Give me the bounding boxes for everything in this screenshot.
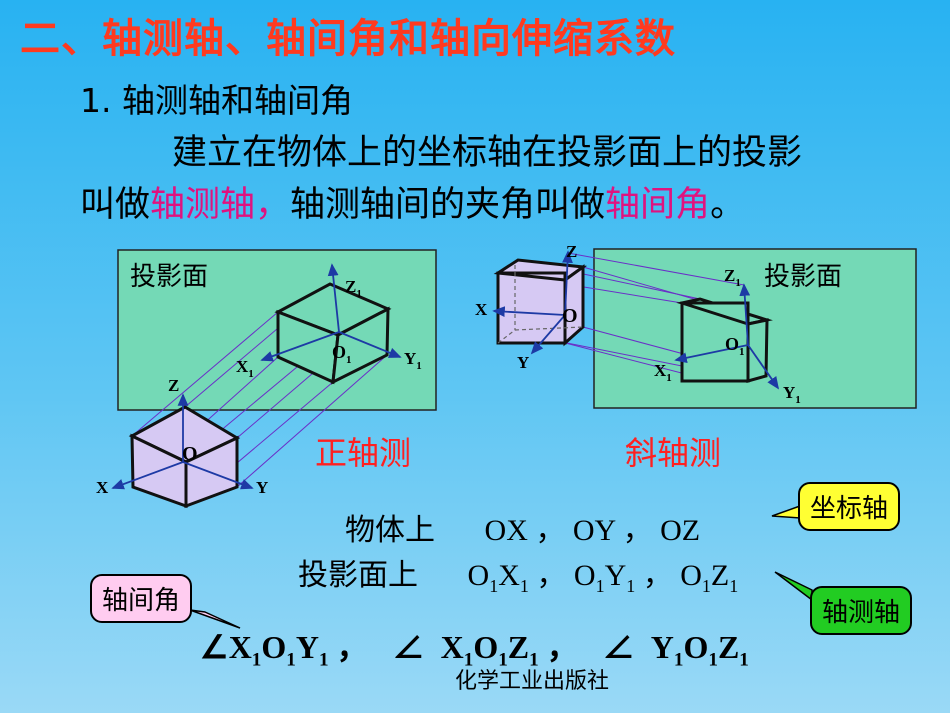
- left-y-label: Y: [256, 478, 268, 497]
- definition-text-a: 叫做: [80, 185, 151, 225]
- orthogonal-axonometric-caption: 正轴测: [315, 434, 412, 472]
- right-z-label: Z: [566, 242, 577, 261]
- angle-list: ∠X1O1Y1 ， ∠ X1O1Z1 ， ∠ Y1O1Z1: [200, 629, 749, 671]
- right-y-axis: [530, 314, 566, 355]
- section-heading: 1. 轴测轴和轴间角: [80, 81, 353, 120]
- coord-axis-pointer: [771, 504, 801, 519]
- left-z-label: Z: [168, 376, 179, 395]
- oblique-axonometric-caption: 斜轴测: [625, 434, 722, 472]
- axonometric-axis-callout: 轴测轴: [810, 586, 913, 635]
- left-z1-label: Z1: [345, 277, 362, 300]
- right-object-cube: [493, 258, 588, 347]
- projection-axes: O1X1 ， O1Y1 ， O1Z1: [467, 559, 739, 596]
- inter-axis-pointer: [189, 609, 241, 629]
- right-x-label: X: [475, 300, 488, 319]
- right-z-axis: [562, 250, 573, 316]
- right-y1-label: Y1: [783, 383, 801, 406]
- right-y1-axis: [747, 344, 780, 390]
- left-y1-axis: [338, 331, 402, 358]
- right-x1-axis: [674, 344, 749, 364]
- right-z1-label: Z1: [724, 266, 741, 289]
- right-o1-label: O1: [725, 334, 745, 358]
- right-x-axis: [492, 306, 566, 317]
- left-y1-label: Y1: [404, 349, 422, 372]
- definition-line-1: 建立在物体上的坐标轴在投影面上的投影: [172, 133, 803, 173]
- left-y-axis: [182, 461, 254, 490]
- object-axes-row: 物体上 OX ， OY ， OZ: [345, 505, 700, 549]
- left-o-label: O: [182, 443, 198, 465]
- object-label: 物体上: [345, 513, 435, 548]
- right-plane-label: 投影面: [764, 262, 842, 292]
- projection-axes-row: 投影面上 O1X1 ， O1Y1 ， O1Z1: [298, 550, 738, 597]
- term-axonometric-axis: 轴测轴，: [150, 185, 291, 225]
- left-z1-axis: [327, 263, 340, 333]
- definition-text-end: 。: [710, 185, 746, 225]
- right-y-label: Y: [517, 353, 529, 372]
- inter-axis-angle-callout: 轴间角: [90, 574, 193, 623]
- left-x1-label: X1: [236, 357, 254, 380]
- left-x-axis: [111, 461, 184, 490]
- object-axes: OX ， OY ， OZ: [484, 514, 701, 547]
- right-projected-cube: [676, 297, 773, 383]
- left-projected-cube: [274, 282, 392, 385]
- axono-axis-pointer: [774, 571, 813, 602]
- right-z1-axis: [739, 283, 751, 346]
- publisher-footer: 化学工业出版社: [455, 669, 610, 694]
- right-x1-label: X1: [654, 361, 672, 384]
- left-x1-axis: [260, 331, 340, 362]
- page-title: 二、轴测轴、轴间角和轴向伸缩系数: [20, 16, 676, 62]
- projection-label: 投影面上: [298, 558, 418, 593]
- left-plane-label: 投影面: [130, 262, 208, 292]
- coord-axis-callout: 坐标轴: [798, 482, 901, 531]
- definition-text-b: 轴测轴间的夹角叫做: [290, 185, 606, 225]
- right-o-label: O: [562, 305, 578, 327]
- definition-line-2: 叫做轴测轴，轴测轴间的夹角叫做轴间角。: [80, 176, 745, 227]
- left-x-label: X: [96, 478, 109, 497]
- left-o1-label: O1: [332, 342, 352, 366]
- term-inter-axis-angle: 轴间角: [605, 185, 711, 225]
